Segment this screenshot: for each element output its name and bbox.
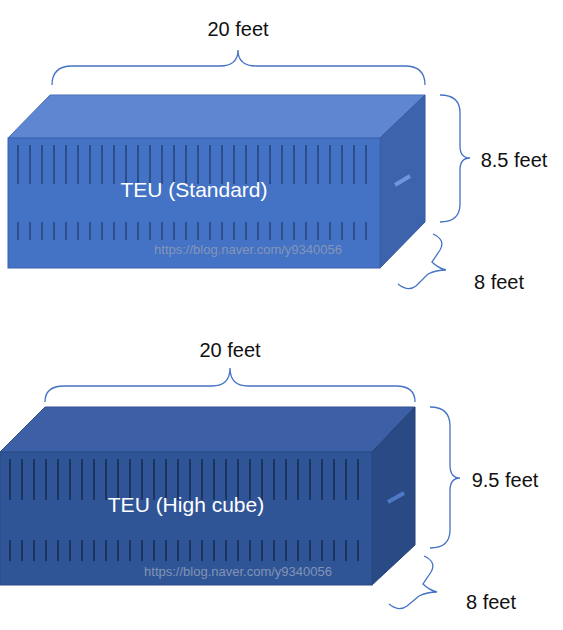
watermark: https://blog.naver.com/y9340056: [154, 242, 342, 259]
container-face: TEU (High cube): [0, 452, 372, 558]
dimension-label: 9.5 feet: [470, 467, 540, 493]
dimension-label: 20 feet: [199, 337, 260, 363]
container-side: [380, 95, 425, 268]
dimension-label: 20 feet: [207, 16, 268, 42]
container-front: [0, 452, 372, 585]
container-side: [372, 407, 415, 585]
corrugation: [18, 145, 366, 240]
dimension-label: 8 feet: [466, 589, 516, 615]
container-top: [0, 407, 415, 452]
corrugation: [10, 459, 358, 561]
door-handle: [388, 493, 404, 502]
container-front: [8, 138, 380, 268]
watermark: https://blog.naver.com/y9340056: [144, 564, 332, 581]
container-top: [8, 95, 425, 138]
container-label: TEU (High cube): [108, 493, 264, 517]
dimension-label: 8 feet: [474, 269, 524, 295]
dimension-label: 8.5 feet: [479, 147, 549, 173]
container-face: TEU (Standard): [8, 138, 380, 242]
container-label: TEU (Standard): [120, 178, 267, 202]
door-handle: [395, 176, 410, 185]
dimension-bracket: [45, 50, 470, 609]
